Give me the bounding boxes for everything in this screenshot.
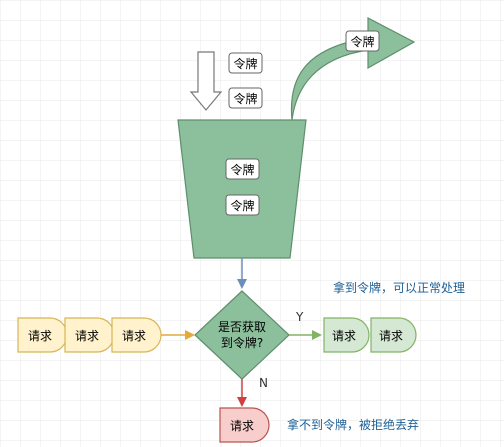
yes-label: Y — [295, 310, 304, 324]
incoming-token-1: 令牌 — [228, 52, 263, 74]
bucket-token-1: 令牌 — [225, 158, 260, 180]
token-label: 令牌 — [233, 91, 257, 106]
bucket-to-decision-arrowhead — [237, 279, 247, 289]
request-label: 请求 — [28, 329, 52, 343]
yes-branch-arrowhead — [312, 330, 322, 340]
decision-text-line2: 到令牌? — [221, 335, 263, 350]
request-label: 请求 — [332, 329, 356, 343]
incoming-request-2: 请求 — [64, 317, 115, 353]
accepted-request-1: 请求 — [323, 317, 370, 353]
rejected-note: 拿不到令牌，被拒绝丢弃 — [287, 417, 419, 432]
token-label: 令牌 — [230, 162, 254, 177]
no-label: N — [259, 376, 268, 390]
token-label: 令牌 — [233, 56, 257, 71]
incoming-request-3: 请求 — [111, 317, 162, 353]
token-bucket — [177, 119, 307, 259]
request-label: 请求 — [122, 329, 146, 343]
bucket-token-2: 令牌 — [225, 194, 260, 216]
no-branch-arrowhead — [237, 397, 247, 407]
incoming-token-2: 令牌 — [228, 87, 263, 109]
token-label: 令牌 — [350, 34, 374, 49]
accepted-request-2: 请求 — [370, 317, 417, 353]
overflow-arrow — [290, 17, 416, 121]
rejected-request: 请求 — [219, 407, 270, 443]
incoming-token-arrow — [189, 51, 223, 111]
requests-to-decision-arrowhead — [185, 330, 195, 340]
overflow-token: 令牌 — [345, 30, 380, 52]
request-label: 请求 — [230, 419, 254, 433]
accepted-note: 拿到令牌，可以正常处理 — [333, 280, 465, 295]
incoming-request-1: 请求 — [17, 317, 68, 353]
request-label: 请求 — [75, 329, 99, 343]
token-label: 令牌 — [230, 198, 254, 213]
decision-text-line1: 是否获取 — [218, 320, 266, 334]
request-label: 请求 — [379, 329, 403, 343]
